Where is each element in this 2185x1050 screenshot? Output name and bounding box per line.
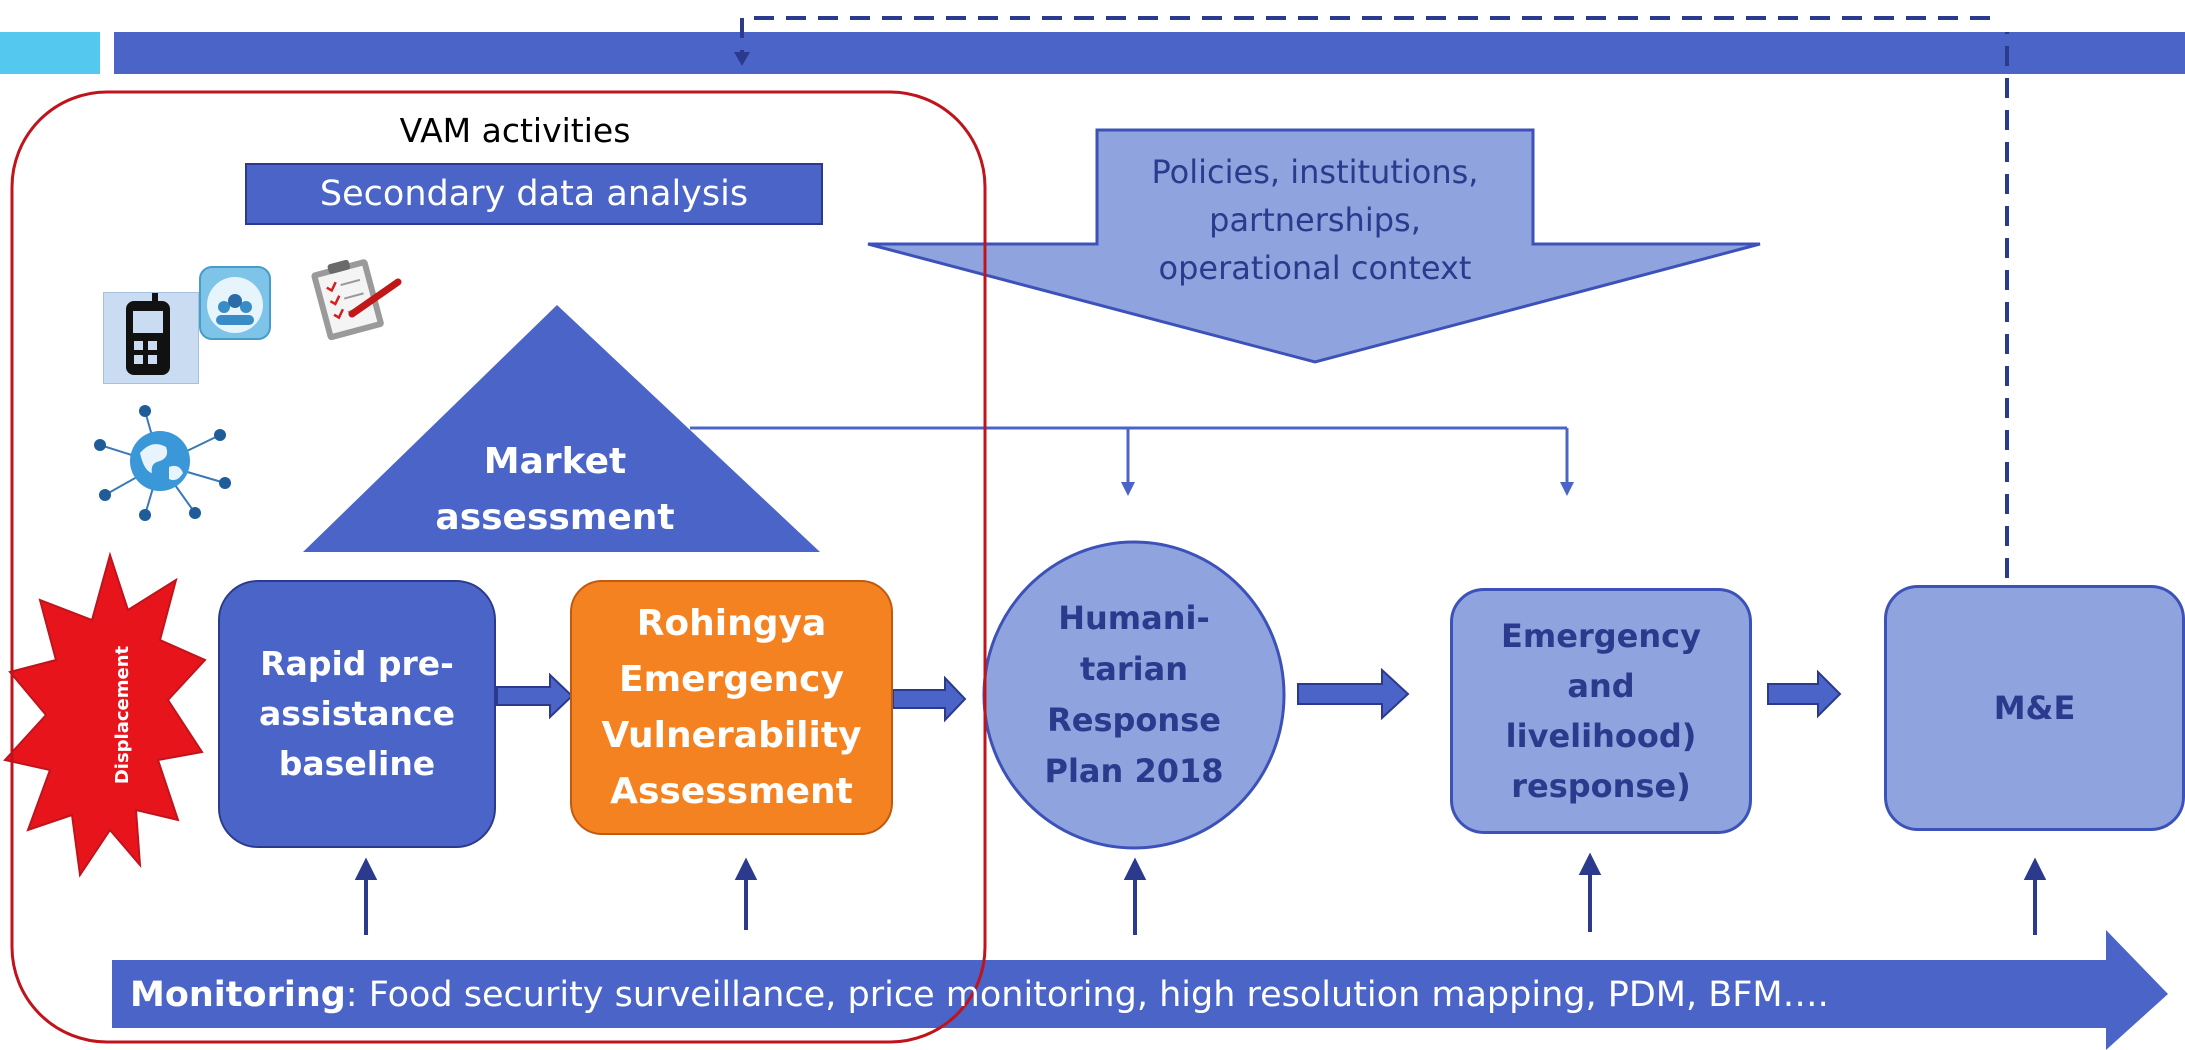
vam-activities-frame (10, 90, 987, 1044)
mobile-phone-icon-svg (126, 293, 170, 375)
arrow-hrp-to-response (1297, 667, 1410, 721)
revaluation-box: Rohingya Emergency Vulnerability Assessm… (570, 580, 893, 835)
rapid-baseline-box: Rapid pre-assistance baseline (218, 580, 496, 848)
connector-arrowhead-response (1560, 482, 1574, 496)
market-assessment-triangle (303, 305, 820, 552)
market-connector (690, 426, 1569, 490)
arrow-revaluation-to-hrp (892, 675, 967, 723)
feedback-arrowhead (734, 52, 750, 66)
top-bar-accent (0, 32, 100, 74)
monitoring-up-arrows (354, 852, 2047, 935)
policies-arrow-shape (867, 128, 1761, 364)
feedback-dashed-line (740, 16, 2009, 578)
globe-network-icon (85, 405, 235, 523)
top-bar (114, 32, 2185, 74)
policies-text: Policies, institutions, partnerships, op… (1151, 153, 1479, 287)
displacement-label: Displacement (112, 645, 133, 785)
connector-arrowhead-hrp (1121, 482, 1135, 496)
vam-activities-label: VAM activities (399, 110, 631, 150)
arrow-response-to-me (1767, 669, 1842, 719)
displacement-starburst (3, 551, 207, 878)
monitoring-text: Monitoring: Food security surveillance, … (130, 970, 2090, 1020)
monitoring-label: Monitoring (130, 975, 346, 1015)
response-box: Emergency and livelihood) response) (1450, 588, 1752, 834)
arrow-baseline-to-revaluation (496, 672, 574, 720)
monitoring-arrow-shape (112, 930, 2168, 1050)
secondary-data-analysis-box: Secondary data analysis (245, 163, 823, 225)
me-box: M&E (1884, 585, 2185, 831)
people-chat-icon (198, 265, 272, 343)
mobile-phone-icon (103, 292, 199, 384)
market-assessment-label: Market assessment (435, 441, 675, 538)
monitoring-description: : Food security surveillance, price moni… (345, 975, 1829, 1015)
hrp-label: Humani-tarian Response Plan 2018 (1044, 599, 1224, 790)
clipboard-checklist-icon (300, 252, 402, 342)
